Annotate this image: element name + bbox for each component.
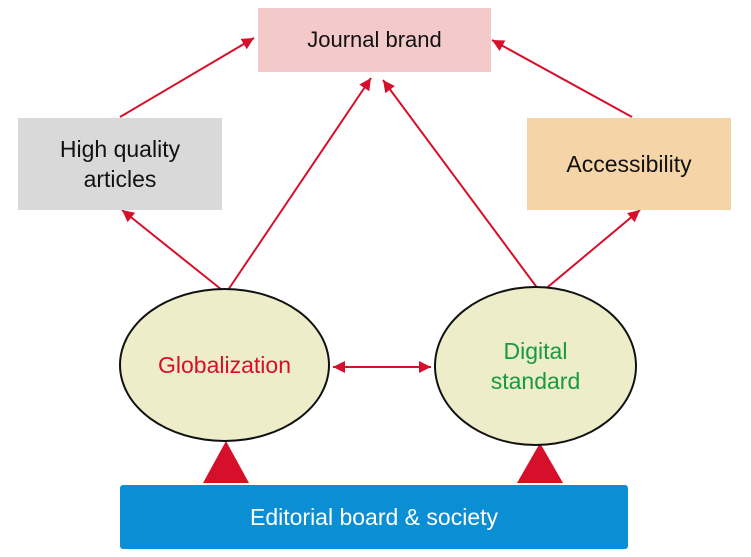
arrow-globalization-to-quality [121, 209, 223, 291]
digital-standard-ellipse: Digital standard [434, 286, 637, 446]
arrow-quality-to-brand [119, 37, 255, 118]
arrow-digital-to-access [542, 209, 641, 292]
arrow-access-to-brand [491, 39, 633, 118]
high-quality-label-line1: High quality [59, 136, 181, 162]
editorial-board-label: Editorial board & society [249, 503, 498, 530]
triangle-left-icon [203, 441, 249, 483]
high-quality-articles-box: High quality articles [18, 118, 222, 210]
triangle-right-icon [517, 443, 563, 483]
digital-label-line2: standard [490, 368, 581, 394]
digital-label-line1: Digital [503, 338, 568, 364]
editorial-board-box: Editorial board & society [120, 485, 628, 549]
arrow-digital-to-brand [382, 79, 542, 294]
journal-brand-box: Journal brand [258, 8, 491, 72]
globalization-ellipse: Globalization [119, 288, 330, 442]
journal-brand-label: Journal brand [307, 27, 442, 52]
accessibility-box: Accessibility [527, 118, 731, 210]
accessibility-label: Accessibility [566, 150, 692, 177]
globalization-label: Globalization [158, 352, 291, 378]
high-quality-label-line2: articles [83, 166, 157, 192]
arrow-globalization-to-brand [225, 77, 372, 294]
